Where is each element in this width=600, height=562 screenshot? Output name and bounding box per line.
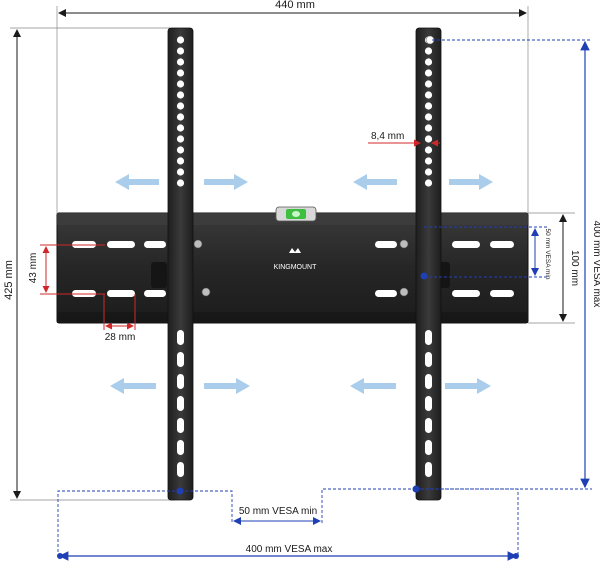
arm-hole <box>424 102 433 110</box>
plate-height-dimension: 100 mm <box>528 212 580 324</box>
arm-hole <box>176 47 185 55</box>
arm-slot <box>177 330 184 345</box>
arm-hole <box>176 102 185 110</box>
overall-height-label: 425 mm <box>3 260 15 300</box>
arm-hole <box>424 135 433 143</box>
arm-hole <box>424 124 433 132</box>
arm-hole <box>176 124 185 132</box>
left-arm <box>167 27 194 501</box>
arm-hole <box>176 91 185 99</box>
arm-hole <box>176 135 185 143</box>
slot-width-label: 28 mm <box>105 332 136 343</box>
arm-slot <box>177 374 184 389</box>
arm-hole <box>176 179 185 187</box>
arm-hole <box>176 69 185 77</box>
plate-screws <box>193 239 409 297</box>
arm-hole <box>176 58 185 66</box>
overall-width-label: 440 mm <box>275 0 315 11</box>
arm-hole <box>424 47 433 55</box>
arm-hole <box>424 157 433 165</box>
slot-height-label: 43 mm <box>28 253 39 284</box>
kingmount-logo: KINGMOUNT <box>274 248 318 271</box>
arm-slot <box>425 418 432 433</box>
arm-hole <box>424 113 433 121</box>
arm-slot <box>425 396 432 411</box>
vesa-min-vertical-label: 50 mm VESA min <box>544 229 551 280</box>
arm-hole <box>424 91 433 99</box>
arm-slot <box>177 396 184 411</box>
arm-slot <box>177 462 184 477</box>
slot-height-dimension: 43 mm <box>28 244 105 295</box>
arm-slot <box>425 440 432 455</box>
arm-hole <box>176 36 185 44</box>
arm-hole <box>176 168 185 176</box>
arm-slot <box>425 374 432 389</box>
arm-slot <box>177 418 184 433</box>
arm-slot <box>425 330 432 345</box>
overall-height-dimension: 425 mm <box>3 27 175 501</box>
bubble-level <box>275 206 317 222</box>
right-arm <box>412 27 442 501</box>
wall-plate: KINGMOUNT <box>56 206 529 324</box>
arm-slot <box>177 352 184 367</box>
arm-hole <box>424 146 433 154</box>
arm-hole <box>176 157 185 165</box>
slot-width-dimension: 28 mm <box>103 294 136 343</box>
logo-text: KINGMOUNT <box>274 264 318 271</box>
arm-slot <box>177 440 184 455</box>
arm-hole <box>424 58 433 66</box>
arm-hole <box>176 113 185 121</box>
hole-diameter-dimension: 8,4 mm <box>368 131 440 147</box>
adjust-arrows <box>110 174 493 394</box>
plate-height-label: 100 mm <box>569 250 580 286</box>
vesa-min-vertical-dimension: 50 mm VESA min <box>424 226 551 280</box>
arm-slot <box>425 352 432 367</box>
arm-slot <box>425 462 432 477</box>
vesa-max-horizontal-label: 400 mm VESA max <box>246 544 333 555</box>
vesa-min-horizontal-label: 50 mm VESA min <box>239 506 317 517</box>
arm-hole <box>424 168 433 176</box>
vesa-max-vertical-label: 400 mm VESA max <box>591 221 600 308</box>
vesa-max-horizontal-dimension: 400 mm VESA max <box>57 488 519 561</box>
arm-hole <box>424 80 433 88</box>
arm-hole <box>424 179 433 187</box>
arm-hole <box>176 80 185 88</box>
overall-width-dimension: 440 mm <box>56 0 529 220</box>
vesa-min-horizontal-dimension: 50 mm VESA min <box>180 488 416 525</box>
arm-hole <box>176 146 185 154</box>
hole-diameter-label: 8,4 mm <box>371 131 404 142</box>
arm-hole <box>424 69 433 77</box>
